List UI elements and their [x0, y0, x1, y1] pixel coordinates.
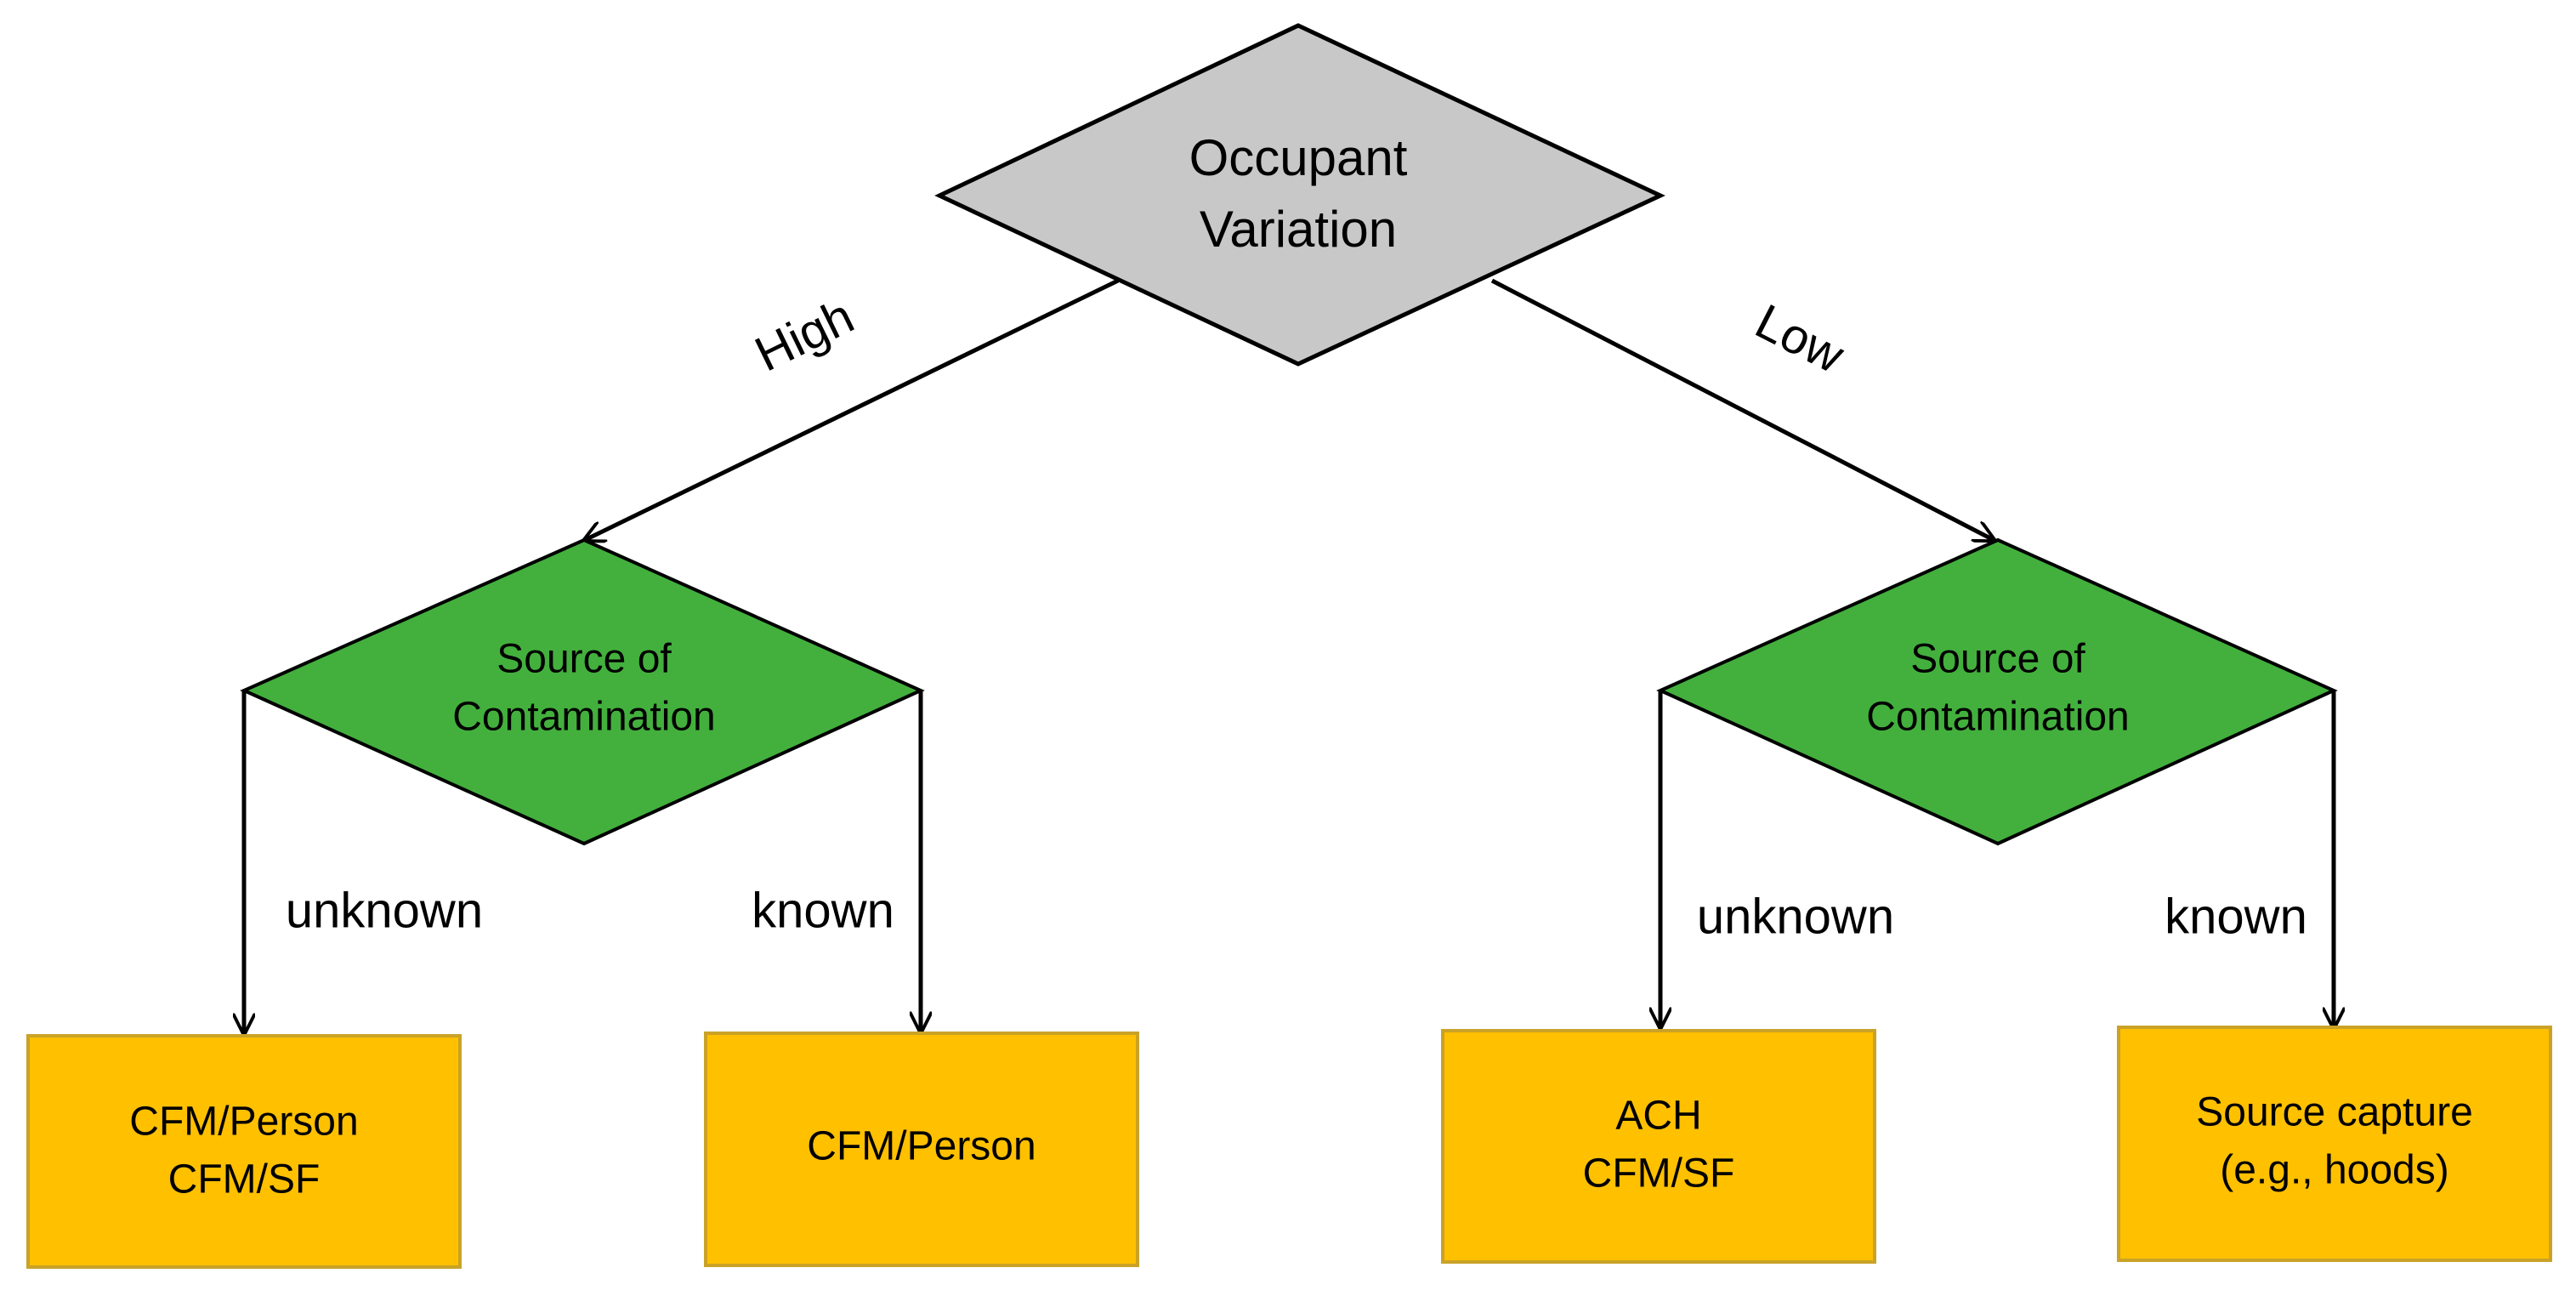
leaf-1-line2: CFM/SF [168, 1157, 321, 1202]
leaf-node-4: Source capture (e.g., hoods) [2117, 1026, 2552, 1262]
decision-diamond-right [1656, 537, 2338, 846]
edge-label-high: High [746, 288, 862, 383]
edge-low [1490, 278, 1994, 540]
edge-label-right-known: known [2165, 889, 2307, 944]
leaf-node-2: CFM/Person [704, 1032, 1139, 1267]
edge-label-low: Low [1747, 293, 1853, 384]
decision-right-line2: Contamination [1866, 695, 2130, 740]
leaf-4-line2: (e.g., hoods) [2220, 1148, 2448, 1193]
decision-node-left: Source of Contamination [240, 537, 925, 846]
leaf-box-3 [1441, 1029, 1876, 1264]
decision-diamond-left [240, 537, 925, 846]
root-diamond [934, 23, 1665, 367]
leaf-3-line2: CFM/SF [1583, 1151, 1735, 1197]
leaf-box-1 [26, 1034, 462, 1269]
edge-label-right-unknown: unknown [1697, 889, 1894, 944]
root-node: Occupant Variation [934, 23, 1665, 367]
leaf-box-2 [704, 1032, 1139, 1267]
root-label-line1: Occupant [1189, 129, 1408, 186]
leaf-4-line1: Source capture [2196, 1090, 2473, 1135]
leaf-node-1: CFM/Person CFM/SF [26, 1034, 462, 1269]
leaf-3-line1: ACH [1615, 1094, 1701, 1139]
decision-right-line1: Source of [1910, 637, 2085, 682]
leaf-node-3: ACH CFM/SF [1441, 1029, 1876, 1264]
leaf-1-line1: CFM/Person [129, 1100, 358, 1145]
root-label-line2: Variation [1200, 201, 1397, 258]
decision-left-line1: Source of [496, 637, 672, 682]
decision-left-line2: Contamination [452, 695, 716, 740]
decision-node-right: Source of Contamination [1656, 537, 2338, 846]
edge-label-left-known: known [752, 883, 894, 938]
leaf-2-line1: CFM/Person [807, 1124, 1036, 1169]
edge-label-left-unknown: unknown [286, 883, 483, 938]
edge-high [585, 278, 1120, 540]
leaf-box-4 [2117, 1026, 2552, 1262]
